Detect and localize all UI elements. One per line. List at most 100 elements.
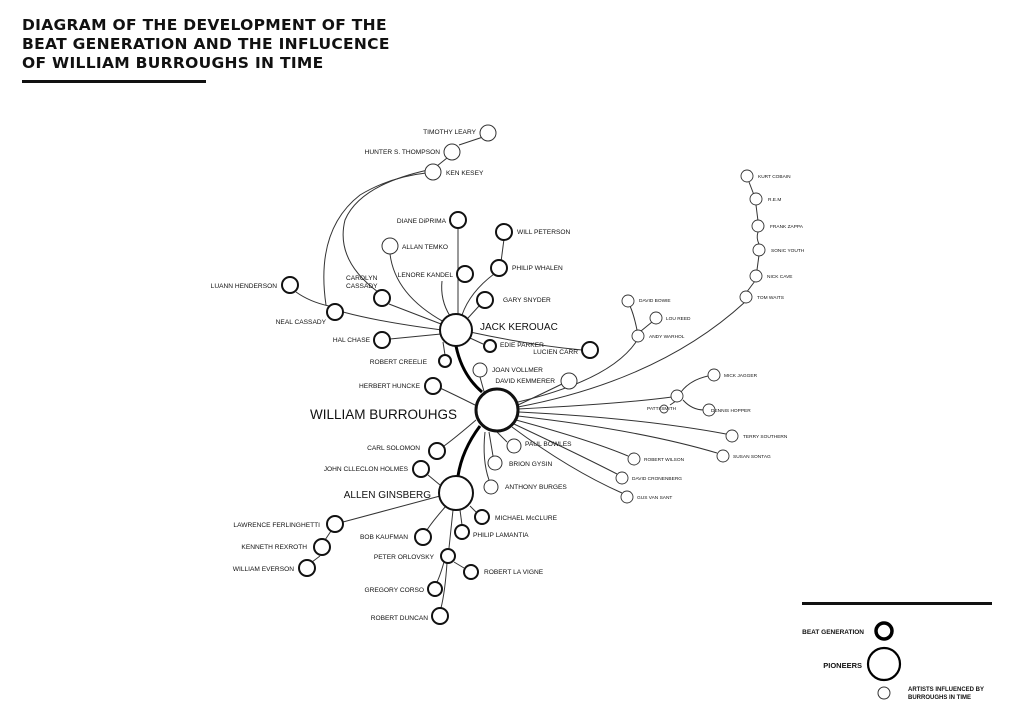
node-brion-gysin [487,455,503,471]
node-philip-lamantia [454,524,470,540]
link-sonicyouth-zappa [756,231,760,245]
title-line-3: OF WILLIAM BURROUGHS IN TIME [22,54,324,72]
link-kerouac-petersonwhalen [461,273,495,316]
label-terry-southern: TERRY SOUTHERN [743,434,788,440]
link-mid-hopper [682,399,705,411]
label-andy-warhol: ANDY WARHOL [649,334,685,340]
label-robert-la-vigne: ROBERT LA VIGNE [484,569,544,576]
node-william-burroughs [474,387,520,433]
label-luann-henderson: LUANN HENDERSON [211,283,278,290]
node-allen-ginsberg [438,475,474,511]
link-ginsberg-orlovsky [448,509,454,549]
node-peter-orlovsky [440,548,456,564]
link-warhol-bowie [629,305,638,331]
label-kurt-cobain: KURT COBAIN [758,174,791,180]
label-timothy-leary: TIMOTHY LEARY [423,129,476,136]
link-kerouac-snyder [467,305,480,319]
node-mick-jagger [707,368,721,382]
label-rem: R.E.M [768,197,781,203]
label-william-burroughs: WILLIAM BURROUHGS [310,407,457,422]
link-ginsberg-ferlinghetti [342,495,441,523]
link-whalen-peterson [500,238,505,263]
link-ferlinghetti-rexroth [324,530,332,541]
label-david-bowie: DAVID BOWIE [639,298,671,304]
label-tom-waits: TOM WAITS [757,295,784,301]
label-herbert-huncke: HERBERT HUNCKE [359,383,421,390]
node-allan-temko [381,237,399,255]
node-robert-la-vigne [463,564,479,580]
link-kerouac-halchase [389,333,442,340]
label-gus-van-sant: GUS VAN SANT [637,495,672,501]
influenced-nodes [615,169,766,504]
label-lucien-carr: LUCIEN CARR [533,349,578,356]
label-hunter-thompson: HUNTER S. THOMPSON [365,149,441,156]
node-susan-sontag [716,449,730,463]
node-carl-solomon [428,442,446,460]
link-ginsberg-kaufman [426,505,447,531]
node-robert-duncan [431,607,449,625]
link-kerouac-lucien [469,331,583,351]
label-jack-kerouac: JACK KEROUAC [480,322,558,333]
label-philip-whalen: PHILIP WHALEN [512,265,563,272]
link-burroughs-huncke [439,387,476,406]
node-david-kemmerer [560,372,578,390]
title-line-1: DIAGRAM OF THE DEVELOPMENT OF THE [22,16,387,34]
link-kerouac-carolyn [388,303,442,325]
legend-beat-label: BEAT GENERATION [802,629,864,636]
node-dennis-hopper [702,403,716,417]
label-hal-chase: HAL CHASE [333,337,371,344]
page-title: DIAGRAM OF THE DEVELOPMENT OF THE BEAT G… [22,16,390,73]
node-lenore-kandel [456,265,474,283]
node-gary-snyder [476,291,494,309]
label-patti-smith: PATTI SMITH [647,406,677,412]
label-sonic-youth: SONIC YOUTH [771,248,805,254]
node-lou-reed [649,311,663,325]
link-kerouac-neal [342,311,443,331]
node-david-bowie [621,294,635,308]
node-influence-junction [670,389,684,403]
label-robert-wilson: ROBERT WILSON [644,457,685,463]
link-kerouac-burroughs [454,345,483,394]
label-david-kemmerer: DAVID KEMMERER [495,378,555,385]
link-kerouac-edie [469,337,484,345]
legend-influenced-symbol [877,686,891,700]
link-thompson-leary [458,136,484,146]
link-ginsberg-holmes [427,474,441,486]
label-gary-snyder: GARY SNYDER [503,297,551,304]
node-david-cronenberg [615,471,629,485]
label-robert-creeley: ROBERT CREELIE [370,359,428,366]
node-diane-diprima [449,211,467,229]
node-jack-kerouac [439,313,473,347]
node-timothy-leary [479,124,497,142]
link-burroughs-gysin [488,431,494,457]
label-paul-bowles: PAUL BOWLES [525,441,572,448]
node-john-holmes [412,460,430,478]
link-mid-jagger [680,375,709,393]
title-line-2: BEAT GENERATION AND THE INFLUCENCE [22,35,390,53]
link-burroughs-southern [518,411,727,435]
link-kerouac-lenore [441,280,451,317]
beat-nodes [281,124,599,625]
node-anthony-burgess [483,479,499,495]
label-carolyn-cassady: CAROLYN CASSADY [346,275,379,290]
node-gus-van-sant [620,490,634,504]
node-robert-wilson [627,452,641,466]
node-robert-creeley [438,354,452,368]
label-anthony-burgess: ANTHONY BURGES [505,484,567,491]
label-susan-sontag: SUSAN SONTAG [733,454,771,460]
link-burroughs-tomwaits [517,301,746,408]
link-burroughs-sontag [517,415,718,454]
label-david-cronenberg: DAVID CRONENBERG [632,476,682,482]
node-lucien-carr [581,341,599,359]
link-burroughs-solomon [443,419,477,447]
node-william-everson [298,559,316,577]
node-patti-smith [659,404,669,414]
label-ken-kesey: KEN KESEY [446,170,484,177]
link-burroughs-warhol [517,341,637,403]
legend-beat-symbol [874,621,894,641]
node-paul-bowles [506,438,522,454]
link-neal-luann [295,291,330,307]
link-burroughs-burgess [483,431,490,481]
link-burroughs-cronenberg [513,423,618,475]
